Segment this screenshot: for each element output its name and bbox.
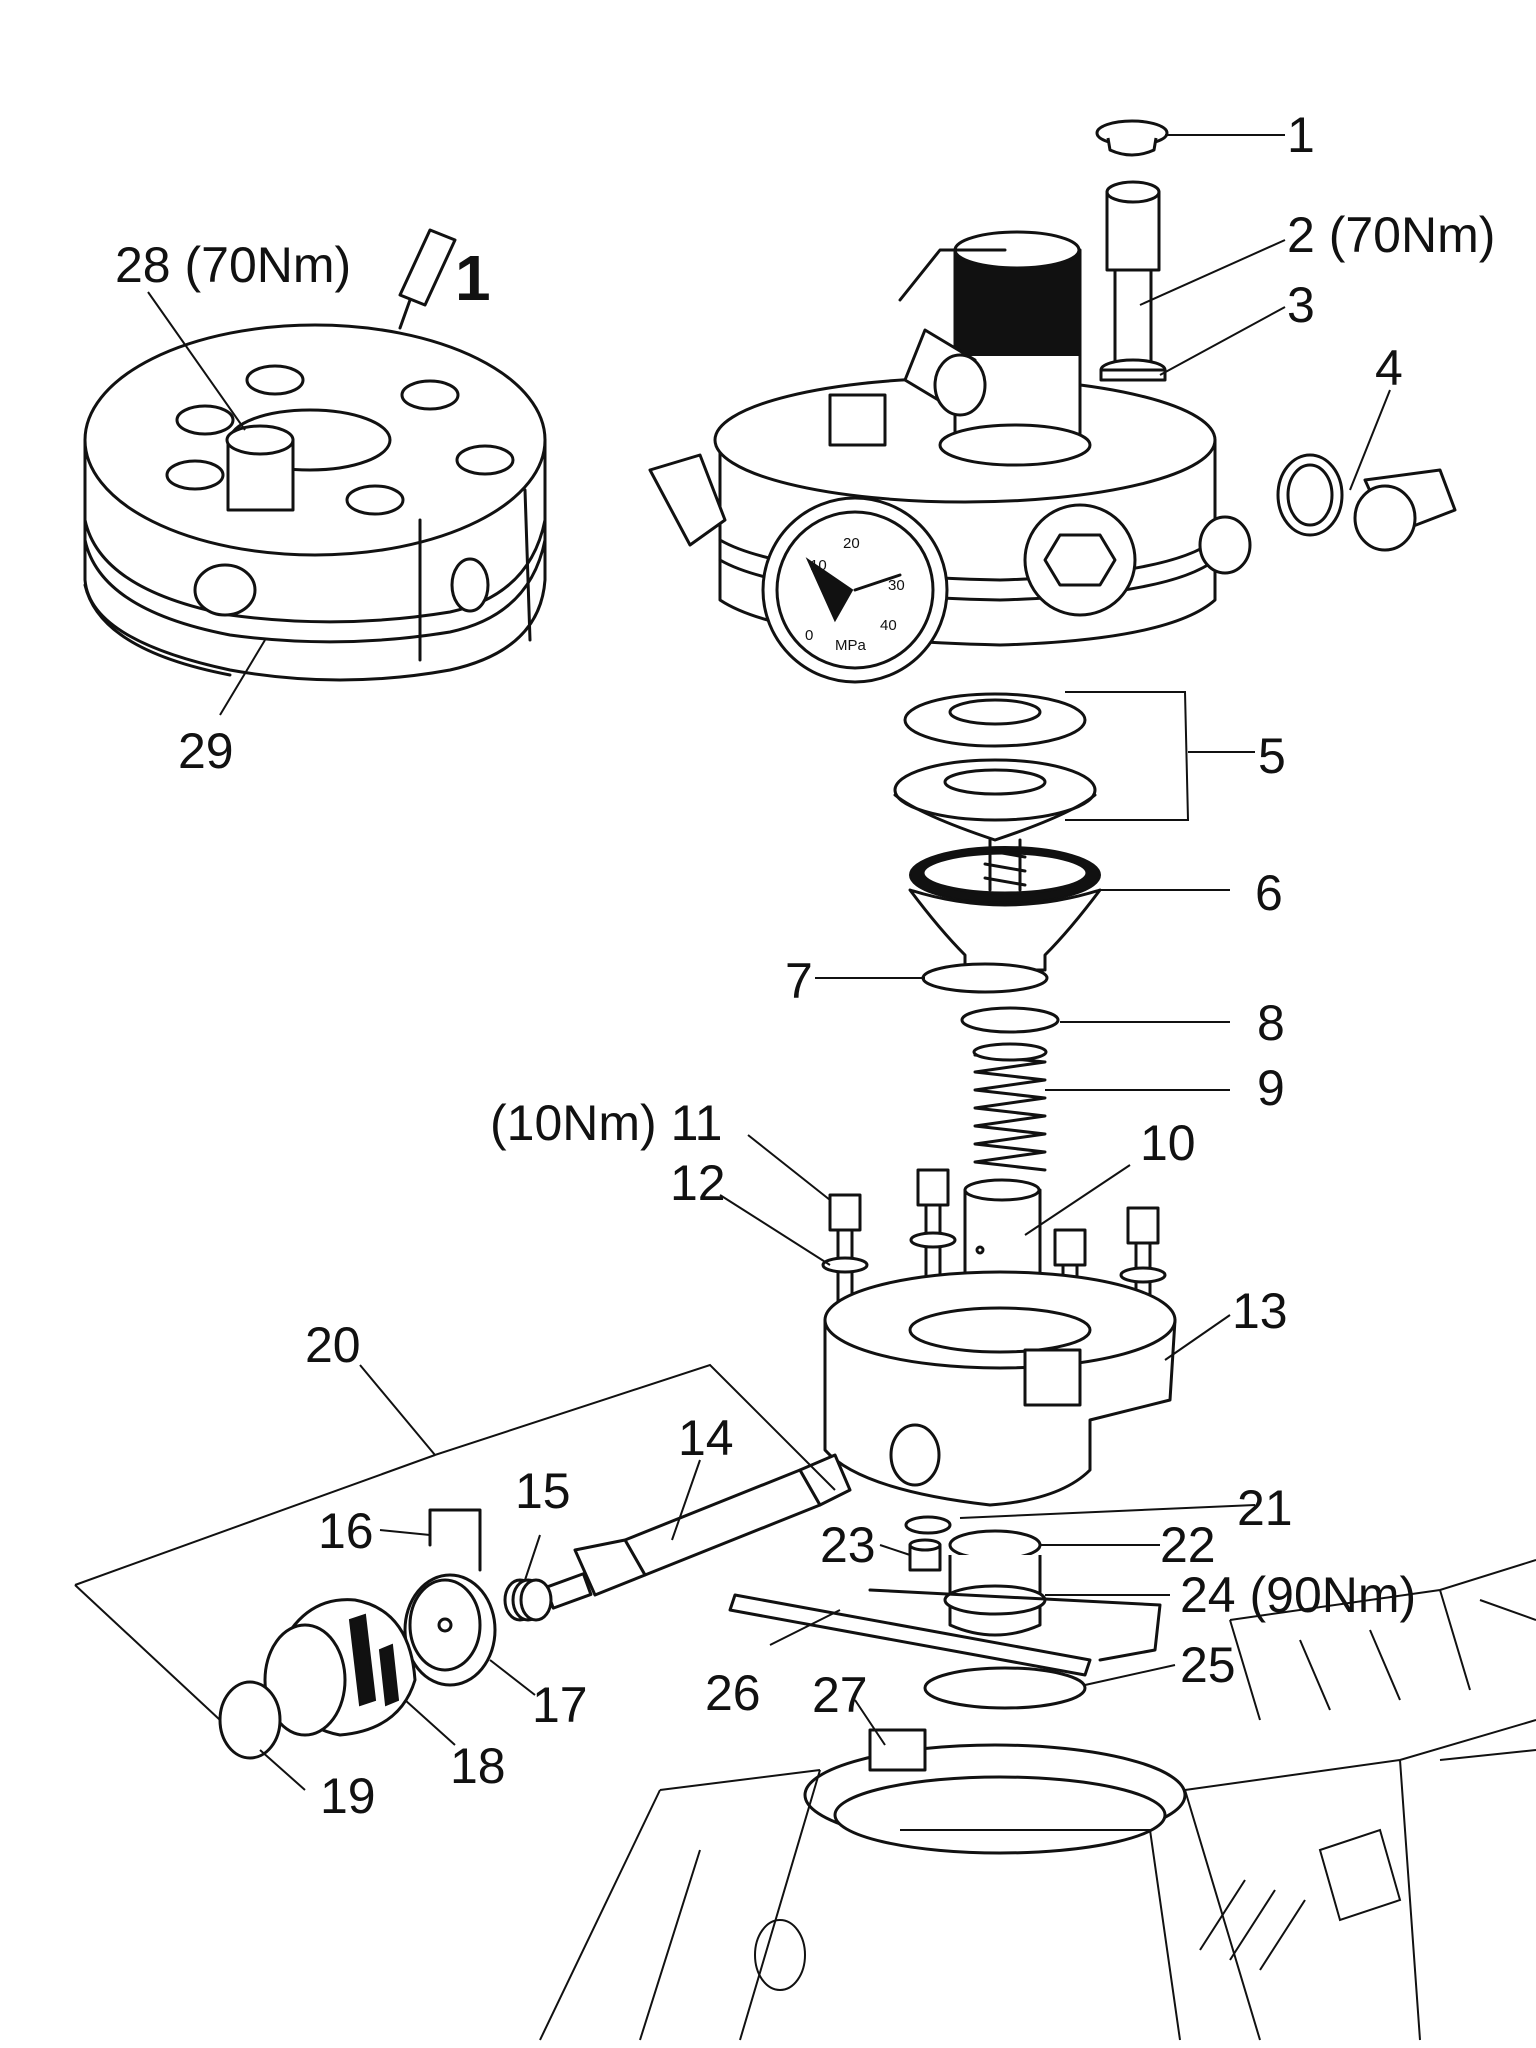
- part-9-spring: [972, 1042, 1048, 1172]
- pump-head-block: [83, 323, 547, 682]
- base-machine-housing: [539, 1559, 1536, 2041]
- label-part-5: 5: [1258, 728, 1286, 784]
- label-part-3: 3: [1287, 277, 1315, 333]
- part-7-o-ring: [921, 962, 1049, 994]
- part-5-diaphragm-discs: [893, 692, 1097, 842]
- part-6-seal-housing: [908, 838, 1102, 972]
- part-18-knob: [263, 1598, 417, 1737]
- label-part-10: 10: [1140, 1115, 1196, 1171]
- label-part-22: 22: [1160, 1517, 1216, 1573]
- label-part-25: 25: [1180, 1637, 1236, 1693]
- label-part-14: 14: [678, 1410, 734, 1466]
- label-part-28: 28 (70Nm): [115, 237, 351, 293]
- gauge-scale-20: 20: [843, 535, 860, 552]
- part-19-label-disc: [218, 1680, 282, 1760]
- part-17-disc: [403, 1573, 497, 1687]
- leader-lines: [74, 134, 1391, 1791]
- part-25-o-ring: [923, 1666, 1087, 1710]
- part-22-24-valve-seat: [943, 1529, 1047, 1637]
- part-3-washer: [1099, 358, 1167, 382]
- label-part-13: 13: [1232, 1283, 1288, 1339]
- label-part-8: 8: [1257, 995, 1285, 1051]
- part-4-plug: [1276, 453, 1457, 552]
- adhesive-callout-number: 1: [455, 242, 491, 314]
- adhesive-tube-icon: [398, 228, 457, 330]
- part-23-bushing: [908, 1538, 942, 1572]
- gauge-scale-40: 40: [880, 617, 897, 634]
- label-part-1: 1: [1287, 107, 1315, 163]
- label-part-11: (10Nm) 11: [490, 1095, 722, 1151]
- part-14-cylinder: [544, 1453, 852, 1610]
- valve-body-assembly: [648, 230, 1252, 647]
- label-part-23: 23: [820, 1517, 876, 1573]
- gauge-scale-30: 30: [888, 577, 905, 594]
- part-26-gasket-plate: [728, 1588, 1162, 1677]
- label-part-18: 18: [450, 1738, 506, 1794]
- label-part-29: 29: [178, 723, 234, 779]
- gauge-units: MPa: [835, 637, 867, 654]
- gauge-scale-0: 0: [805, 627, 813, 644]
- label-part-16: 16: [318, 1503, 374, 1559]
- label-part-21: 21: [1237, 1480, 1293, 1536]
- label-part-6: 6: [1255, 865, 1283, 921]
- gauge-scale-10: 10: [810, 557, 827, 574]
- label-part-2: 2 (70Nm): [1287, 207, 1495, 263]
- label-part-27: 27: [812, 1667, 868, 1723]
- label-part-9: 9: [1257, 1060, 1285, 1116]
- label-part-12: 12: [670, 1155, 726, 1211]
- part-1-cap: [1095, 119, 1169, 157]
- label-part-4: 4: [1375, 340, 1403, 396]
- pressure-gauge: 0 10 20 30 40 MPa: [761, 496, 949, 684]
- part-13-lower-housing: [823, 1270, 1177, 1507]
- part-8-o-ring: [960, 1006, 1060, 1034]
- label-part-24: 24 (90Nm): [1180, 1567, 1416, 1623]
- label-part-19: 19: [320, 1768, 376, 1824]
- label-part-26: 26: [705, 1665, 761, 1721]
- part-16-clip: [428, 1508, 482, 1572]
- label-part-20: 20: [305, 1317, 361, 1373]
- label-part-17: 17: [532, 1677, 588, 1733]
- part-27-clamp-ring: [803, 1728, 1187, 1855]
- label-part-7: 7: [785, 953, 813, 1009]
- part-15-small-spring: [503, 1578, 553, 1622]
- part-2-bolt: [1105, 180, 1161, 377]
- part-21-seal: [904, 1515, 952, 1535]
- label-part-15: 15: [515, 1463, 571, 1519]
